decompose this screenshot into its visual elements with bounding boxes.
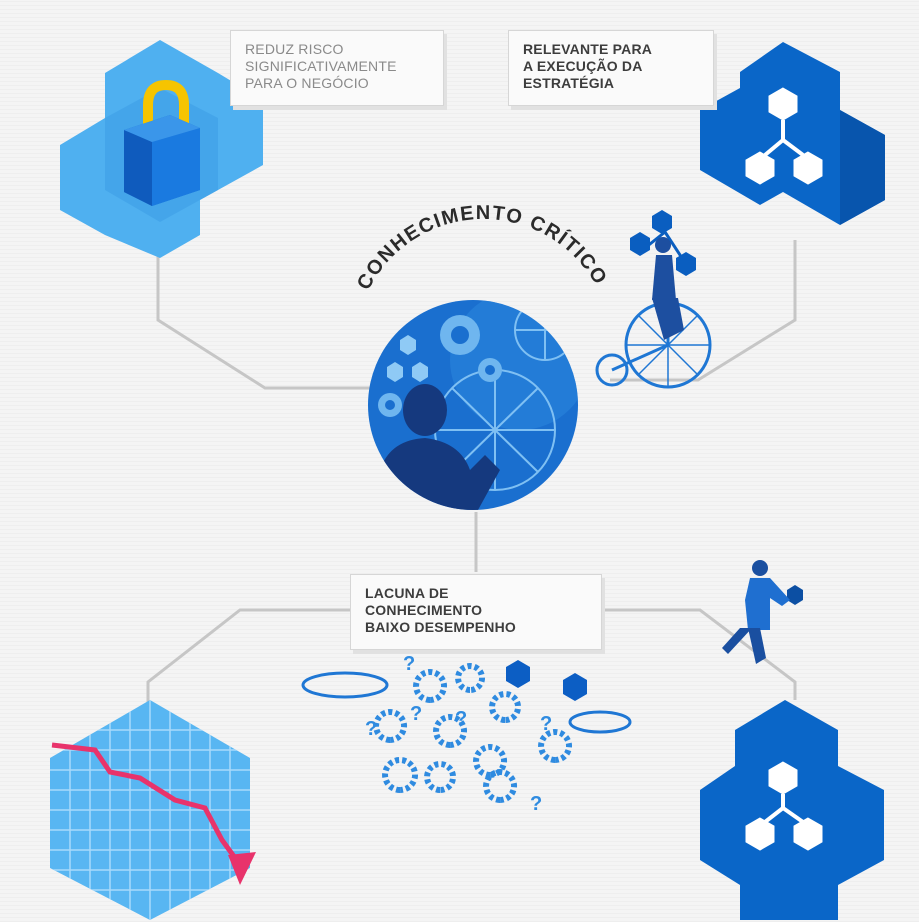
center-title: CONHECIMENTO CRÍTICO [353,202,611,294]
critical-knowledge-circle: CONHECIMENTO CRÍTICO [353,202,611,510]
gap-label: LACUNA DE CONHECIMENTO BAIXO DESEMPENHO [350,574,602,650]
molecule-icon [745,87,823,185]
risk-label: REDUZ RISCO SIGNIFICATIVAMENTE PARA O NE… [230,30,444,106]
chart-down-icon [50,700,256,920]
strategy-hex-cluster [700,42,885,225]
question-mark: ? [455,708,467,730]
question-mark: ? [410,703,422,725]
molecule-small-icon [387,335,428,382]
gap-scatter: ? ? ? ? ? ? [301,653,632,815]
connector-lines [146,240,797,702]
strategy-label: RELEVANTE PARA A EXECUÇÃO DA ESTRATÉGIA [508,30,714,106]
molecule-icon [745,761,823,851]
walking-figure [722,560,803,664]
question-mark: ? [540,713,552,735]
bicycle-figure [595,210,712,389]
question-mark: ? [365,718,377,740]
bottom-right-hex-cluster [700,700,884,920]
lock-icon [124,79,200,206]
question-mark: ? [530,793,542,815]
risk-hex-cluster [60,40,263,258]
question-mark: ? [403,653,415,675]
